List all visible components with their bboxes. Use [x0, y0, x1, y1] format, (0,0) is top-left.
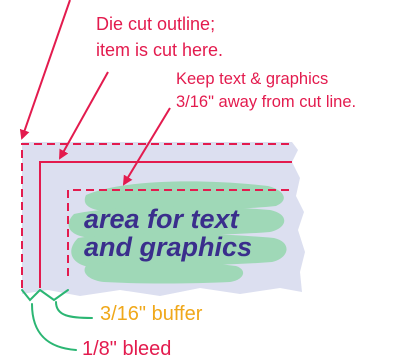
bleed-edge-dashed: [21, 143, 292, 288]
keep-away-label: Keep text & graphics 3/16" away from cut…: [176, 68, 356, 114]
buffer-label: 3/16" buffer: [100, 303, 203, 325]
die-cut-label: Die cut outline; item is cut here.: [96, 11, 223, 63]
die-cut-line: [39, 161, 292, 288]
keep-away-label-line-2: 3/16" away from cut line.: [176, 93, 357, 111]
safe-area-text-line-2: and graphics: [84, 232, 253, 262]
measurement-brackets: [21, 289, 93, 351]
die-cut-label-line-2: item is cut here.: [96, 40, 224, 60]
bleed-label: 1/8" bleed: [82, 338, 172, 360]
buffer-leader: [55, 301, 93, 319]
arrow-to-die-cut: [59, 71, 109, 160]
keep-away-label-line-1: Keep text & graphics: [176, 70, 329, 88]
arrow-to-safe-area: [122, 107, 171, 186]
bleed-leader: [31, 303, 77, 351]
safe-area-text: area for text and graphics: [84, 205, 252, 261]
safe-area-text-line-1: area for text: [84, 204, 239, 234]
safe-area-boundary: [67, 189, 292, 276]
arrow-to-bleed-edge: [19, 0, 71, 140]
die-cut-label-line-1: Die cut outline;: [96, 14, 216, 34]
